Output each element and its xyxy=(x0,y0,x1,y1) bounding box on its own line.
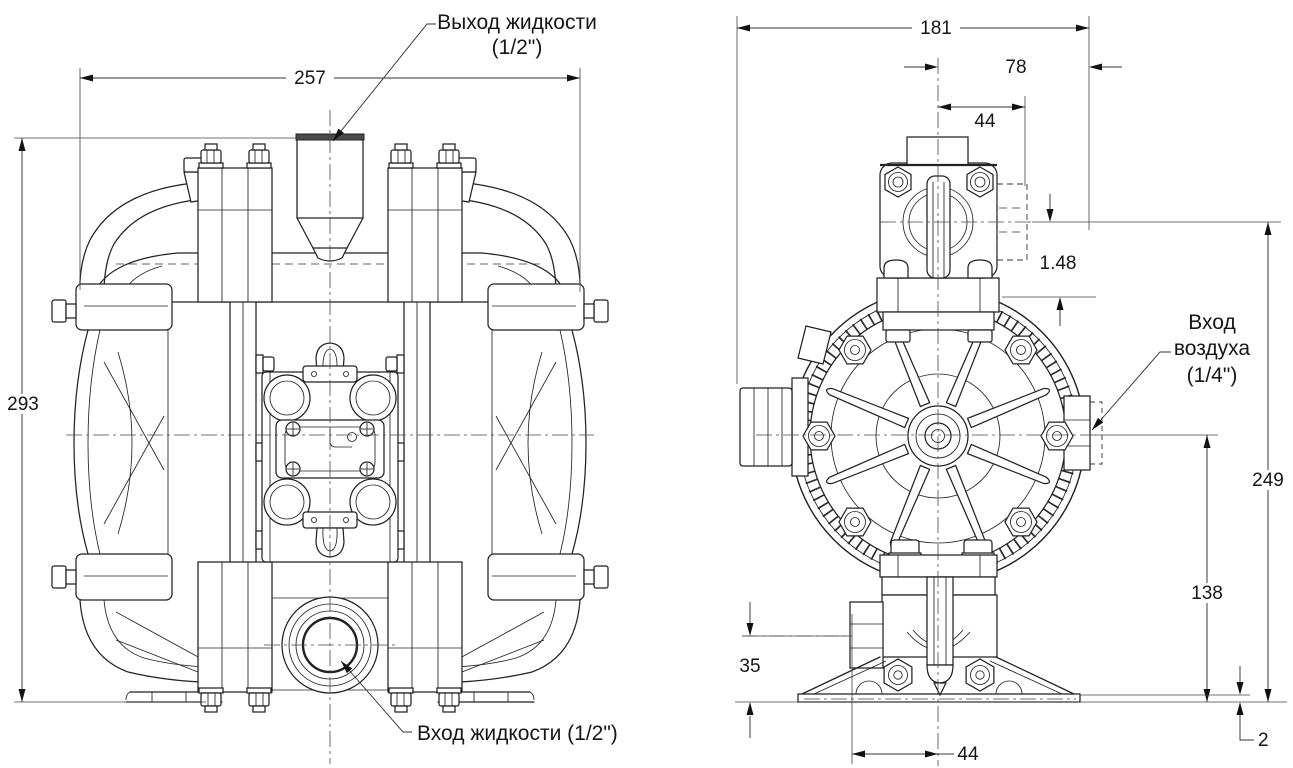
front-view-drawing xyxy=(52,110,608,764)
dim-foot-height: 35 xyxy=(739,656,760,677)
side-air-inlet-port xyxy=(1063,395,1103,471)
dim-side-center-to-right: 78 xyxy=(1005,57,1026,78)
air-inlet-leader xyxy=(1089,351,1171,433)
inlet-leader xyxy=(338,658,412,733)
dim-air-inlet-height: 138 xyxy=(1191,583,1223,604)
side-muffler xyxy=(739,325,832,477)
side-base-assembly xyxy=(797,539,1081,703)
air-inlet-label-line2: воздуха xyxy=(1174,337,1251,360)
dim-front-width: 257 xyxy=(294,68,326,89)
side-view-drawing xyxy=(739,58,1103,766)
air-inlet-label-line3: (1/4") xyxy=(1187,364,1238,387)
dimensions-front-view: 257 293 Выход жидкости (1/2") Вход жидко… xyxy=(0,11,618,745)
dim-thread-depth: 1.48 xyxy=(1040,253,1077,274)
outlet-leader xyxy=(330,23,436,144)
air-inlet-label-line1: Вход xyxy=(1188,311,1236,334)
side-top-outlet-block xyxy=(876,136,1028,343)
dimensions-side-view: 181 78 44 1.48 249 138 35 2 44 Вход xyxy=(735,16,1293,765)
dim-height-from-port: 249 xyxy=(1252,470,1284,491)
dim-side-port-span: 44 xyxy=(974,111,996,132)
outlet-label-line2: (1/2") xyxy=(492,36,543,59)
dim-foot-bolt-offset: 44 xyxy=(957,744,979,765)
dim-side-width: 181 xyxy=(920,18,952,39)
inlet-label: Вход жидкости (1/2") xyxy=(417,722,618,745)
dim-front-height: 293 xyxy=(7,394,39,415)
dim-base-thickness: 2 xyxy=(1258,730,1269,751)
outlet-label-line1: Выход жидкости xyxy=(437,11,597,34)
front-centerlines xyxy=(66,110,594,764)
